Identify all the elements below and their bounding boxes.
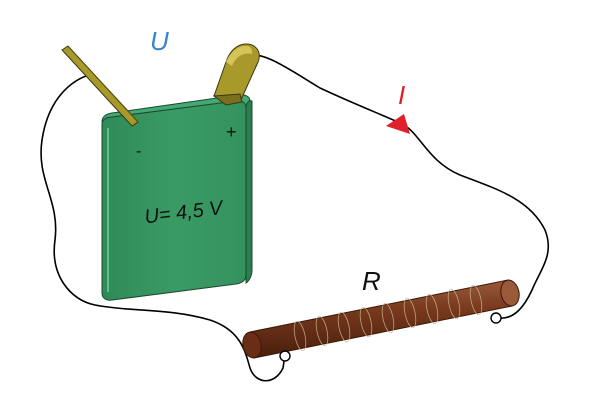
resistor-terminal-right xyxy=(490,312,502,324)
resistor-coil xyxy=(293,284,483,352)
voltage-label: U xyxy=(150,26,169,56)
resistor-end-left xyxy=(242,331,262,359)
wires xyxy=(40,54,550,382)
resistor-end-right xyxy=(500,279,520,307)
positive-terminal xyxy=(212,43,260,106)
battery-front xyxy=(101,100,247,301)
battery xyxy=(101,94,253,301)
current-arrow xyxy=(386,114,410,134)
current-label: I xyxy=(398,80,405,110)
battery-side xyxy=(245,100,253,284)
negative-terminal xyxy=(61,45,140,127)
resistor-terminal-left xyxy=(279,350,291,362)
resistor-rod xyxy=(244,279,518,359)
plus-sign: + xyxy=(226,122,237,142)
resistor-label: R xyxy=(362,266,381,296)
resistor xyxy=(242,279,520,362)
minus-sign: - xyxy=(136,143,141,160)
wire-positive xyxy=(244,54,550,319)
wire-negative xyxy=(40,73,286,382)
